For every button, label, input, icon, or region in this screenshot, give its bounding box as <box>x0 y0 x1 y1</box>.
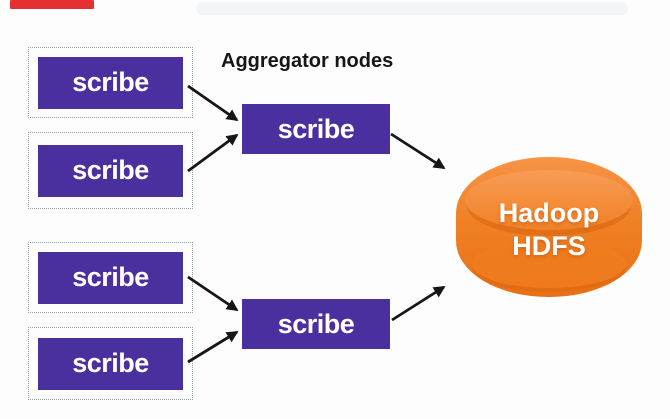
scribe-source-node-3: scribe <box>38 251 183 304</box>
source-node-group-4: scribe <box>28 327 193 400</box>
scribe-source-node-1: scribe <box>38 56 183 109</box>
flow-arrow-source-3-to-aggregator-2 <box>187 275 239 312</box>
flow-arrow-source-1-to-aggregator-1 <box>187 84 239 122</box>
flow-arrow-source-4-to-aggregator-2 <box>187 330 239 364</box>
source-node-group-2: scribe <box>28 132 193 209</box>
flow-arrow-source-2-to-aggregator-1 <box>187 133 239 173</box>
scribe-label: scribe <box>72 155 149 185</box>
scribe-source-node-2: scribe <box>38 144 183 197</box>
scribe-label: scribe <box>72 348 149 378</box>
scribe-label: scribe <box>72 262 149 292</box>
hadoop-hdfs-database-icon <box>456 157 642 297</box>
scribe-aggregator-node-1: scribe <box>242 104 390 154</box>
hadoop-hdfs-label: Hadoop HDFS <box>455 197 643 263</box>
video-progress-track[interactable] <box>196 2 628 15</box>
scribe-label: scribe <box>277 308 355 339</box>
hadoop-label-line1: Hadoop <box>498 198 600 228</box>
source-node-group-1: scribe <box>28 47 193 118</box>
hadoop-label-line2: HDFS <box>512 231 586 261</box>
flow-arrow-aggregator-1-to-storage <box>390 132 446 170</box>
scribe-label: scribe <box>72 67 149 97</box>
scribe-label: scribe <box>277 113 355 144</box>
aggregator-nodes-heading: Aggregator nodes <box>221 50 394 72</box>
scribe-aggregator-node-2: scribe <box>242 299 390 349</box>
video-progress-played-bar[interactable] <box>10 0 94 9</box>
flow-arrow-aggregator-2-to-storage <box>391 285 446 322</box>
source-node-group-3: scribe <box>28 242 193 313</box>
scribe-source-node-4: scribe <box>38 337 183 390</box>
